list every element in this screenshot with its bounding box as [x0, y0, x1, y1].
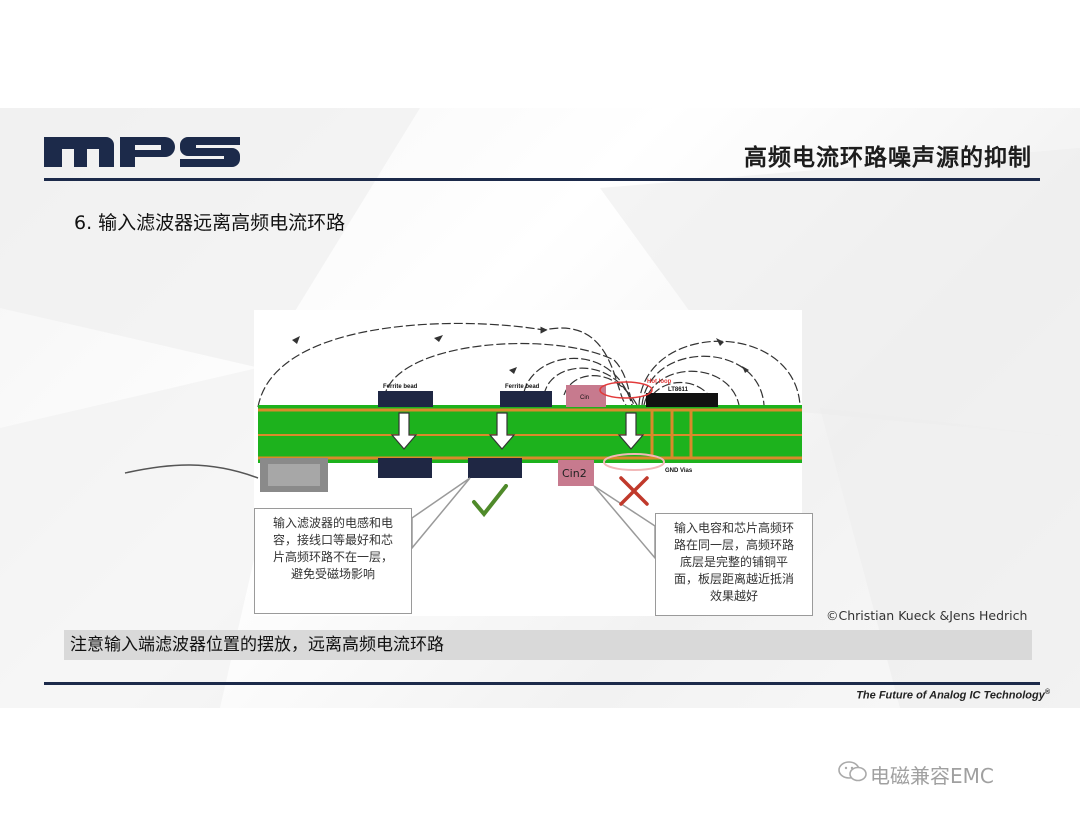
chip-lt8611	[646, 393, 718, 407]
flux-arrows	[390, 412, 645, 450]
label-ferrite-bead-2: Ferrite bead	[505, 384, 540, 390]
cross-icon	[619, 476, 649, 506]
gnd-loop-marker	[603, 453, 665, 471]
note-bar: 注意输入端滤波器位置的摆放，远离高频电流环路	[64, 630, 1032, 660]
ferrite-bead-top-2	[500, 391, 552, 407]
field-arrowheads	[292, 335, 749, 374]
callout-right-line: 路在同一层，高频环路	[673, 538, 794, 552]
slide: 高频电流环路噪声源的抑制 6. 输入滤波器远离高频电流环路	[0, 108, 1080, 708]
header-divider	[44, 178, 1040, 181]
cin-capacitor	[566, 385, 606, 407]
ferrite-bead-top-1	[378, 391, 433, 407]
cin2-capacitor	[558, 460, 594, 486]
label-hot-loop: Hot loop	[647, 379, 672, 385]
label-gnd-vias: GND Vias	[665, 468, 693, 474]
callout-right-line: 效果越好	[709, 589, 758, 603]
gnd-vias	[650, 410, 693, 458]
footer-tagline: The Future of Analog IC Technology®	[856, 689, 1050, 702]
wechat-icon	[838, 761, 867, 782]
callout-left-line: 避免受磁场影响	[290, 567, 375, 581]
overlay-lines	[124, 464, 656, 561]
image-credit: ©Christian Kueck &Jens Hedrich	[826, 608, 1028, 623]
callout-right-line: 面，板层距离越近抵消	[673, 572, 794, 586]
callout-left: 输入滤波器的电感和电 容，接线口等最好和芯 片高频环路不在一层， 避免受磁场影响	[254, 508, 412, 614]
label-cin2: Cin2	[562, 467, 587, 480]
callout-left-line: 片高频环路不在一层，	[272, 550, 393, 564]
callout-right-line: 输入电容和芯片高频环	[673, 521, 794, 535]
mps-logo	[44, 137, 240, 167]
ferrite-bead-bottom-1	[378, 458, 432, 478]
check-icon	[472, 484, 508, 518]
callout-right-line: 底层是完整的铺铜平	[679, 555, 788, 569]
label-ferrite-bead-1: Ferrite bead	[383, 384, 418, 390]
label-chip: LT8611	[668, 387, 689, 393]
label-cin: Cin	[580, 395, 589, 401]
callout-left-line: 容，接线口等最好和芯	[272, 533, 393, 547]
callout-left-line: 输入滤波器的电感和电	[272, 516, 393, 530]
ferrite-bead-bottom-2	[468, 458, 522, 478]
callout-right: 输入电容和芯片高频环 路在同一层，高频环路 底层是完整的铺铜平 面，板层距离越近…	[655, 513, 813, 616]
point-heading: 6. 输入滤波器远离高频电流环路	[74, 212, 346, 234]
watermark-text: 电磁兼容EMC	[870, 764, 994, 788]
tagline-text: The Future of Analog IC Technology	[856, 689, 1045, 702]
pcb-diagram-svg: Ferrite bead Ferrite bead Cin Hot loop L…	[257, 322, 802, 492]
slide-title: 高频电流环路噪声源的抑制	[744, 145, 1032, 171]
hot-loop-marker	[599, 381, 653, 399]
trademark-mark: ®	[1044, 689, 1050, 696]
footer-divider	[44, 682, 1040, 685]
